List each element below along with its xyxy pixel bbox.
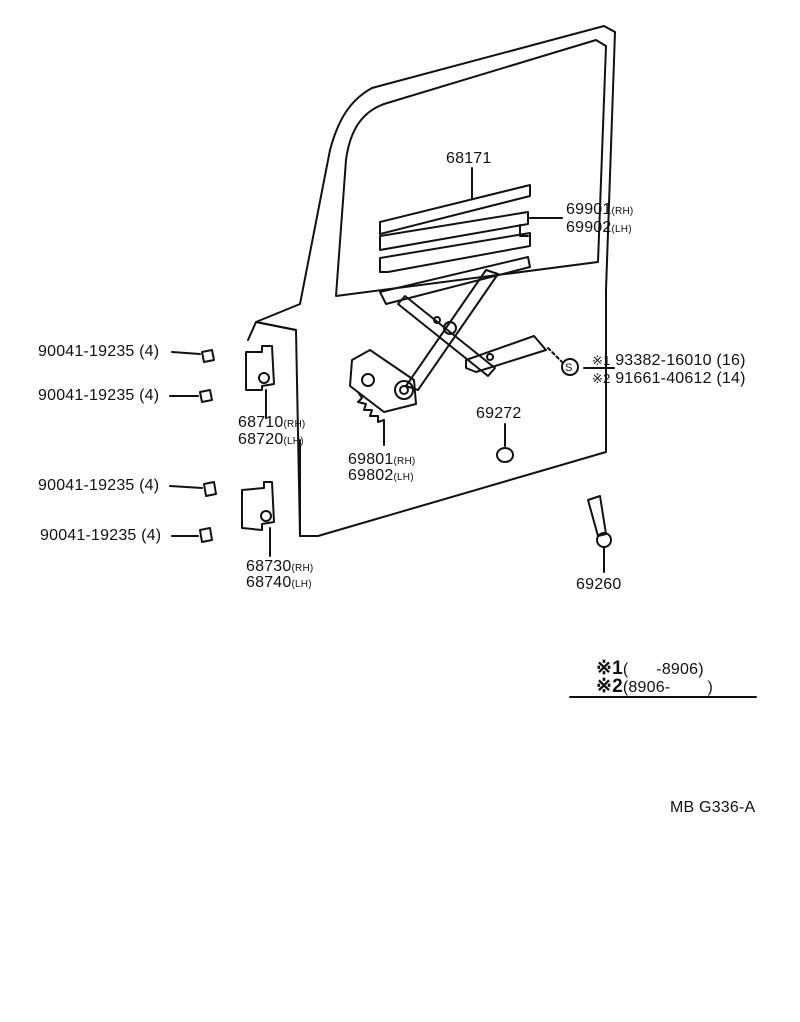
rh-tag: (RH) xyxy=(291,563,314,574)
rh-tag: (RH) xyxy=(283,419,306,430)
hinge-upper xyxy=(245,345,275,391)
s-symbol: S xyxy=(565,362,573,374)
sector-gear xyxy=(357,391,385,423)
part-69272-label: 69272 xyxy=(476,405,522,422)
note-mark-2: ※2 xyxy=(592,371,611,386)
legend-range-2: (8906- ) xyxy=(622,679,714,696)
part-69901-number: 69901 xyxy=(566,201,612,218)
part-68720-label: 68720(LH) xyxy=(238,431,304,451)
part-68710-label: 68710(RH) xyxy=(238,414,305,434)
hinge-lower xyxy=(241,481,275,531)
legend-range-1: ( -8906) xyxy=(622,661,704,678)
grommet-69272 xyxy=(496,447,514,463)
part-69801-label: 69801(RH) xyxy=(348,451,415,471)
regulator-arm-b xyxy=(405,269,499,391)
rh-tag: (RH) xyxy=(393,456,416,467)
part-69802-label: 69802(LH) xyxy=(348,467,414,487)
channel-69902 xyxy=(379,232,531,273)
lh-tag: (LH) xyxy=(611,224,632,235)
part-91661-label: ※2 91661-40612 (14) xyxy=(592,370,746,388)
lh-tag: (LH) xyxy=(291,579,312,590)
bolt-2 xyxy=(199,389,213,403)
door-inner-edge xyxy=(247,321,297,341)
door-window-frame xyxy=(335,39,607,297)
regulator-arm-a xyxy=(397,295,496,377)
part-69802-number: 69802 xyxy=(348,467,394,484)
part-68171-label: 68171 xyxy=(446,150,492,167)
bolt-label-3: 90041-19235 (4) xyxy=(38,477,160,494)
regulator-rail-top xyxy=(379,256,531,305)
part-68730-label: 68730(RH) xyxy=(246,558,313,578)
part-68740-label: 68740(LH) xyxy=(246,574,312,594)
rh-tag: (RH) xyxy=(611,206,634,217)
legend-row-2: ※2(8906- ) xyxy=(596,676,714,697)
part-68710-number: 68710 xyxy=(238,414,284,431)
regulator-rail-bottom xyxy=(465,335,547,373)
note-mark-1: ※1 xyxy=(592,353,611,368)
lh-tag: (LH) xyxy=(283,436,304,447)
part-68740-number: 68740 xyxy=(246,574,292,591)
bolt-label-4: 90041-19235 (4) xyxy=(40,527,162,544)
part-68720-number: 68720 xyxy=(238,431,284,448)
part-69902-number: 69902 xyxy=(566,219,612,236)
channel-69901 xyxy=(379,211,529,251)
lh-tag: (LH) xyxy=(393,472,414,483)
door-outline xyxy=(255,25,616,537)
window-handle-69260 xyxy=(587,495,607,537)
bolt-label-1: 90041-19235 (4) xyxy=(38,343,160,360)
part-68730-number: 68730 xyxy=(246,558,292,575)
bolt-3 xyxy=(203,481,217,497)
part-91661-number: 91661-40612 (14) xyxy=(615,370,746,387)
legend-row-1: ※1( -8906) xyxy=(596,658,704,679)
part-69901-label: 69901(RH) xyxy=(566,201,633,221)
part-69260-label: 69260 xyxy=(576,576,622,593)
part-93382-label: ※1 93382-16010 (16) xyxy=(592,352,746,370)
bolt-1 xyxy=(201,349,215,363)
bolt-label-2: 90041-19235 (4) xyxy=(38,387,160,404)
regulator-gear-plate xyxy=(349,349,417,413)
legend-mark-1: ※1 xyxy=(596,658,623,679)
figure-code: MB G336-A xyxy=(670,799,756,816)
legend-mark-2: ※2 xyxy=(596,676,623,697)
bolt-4 xyxy=(199,527,213,543)
part-69902-label: 69902(LH) xyxy=(566,219,632,239)
part-93382-number: 93382-16010 (16) xyxy=(615,352,746,369)
part-69801-number: 69801 xyxy=(348,451,394,468)
